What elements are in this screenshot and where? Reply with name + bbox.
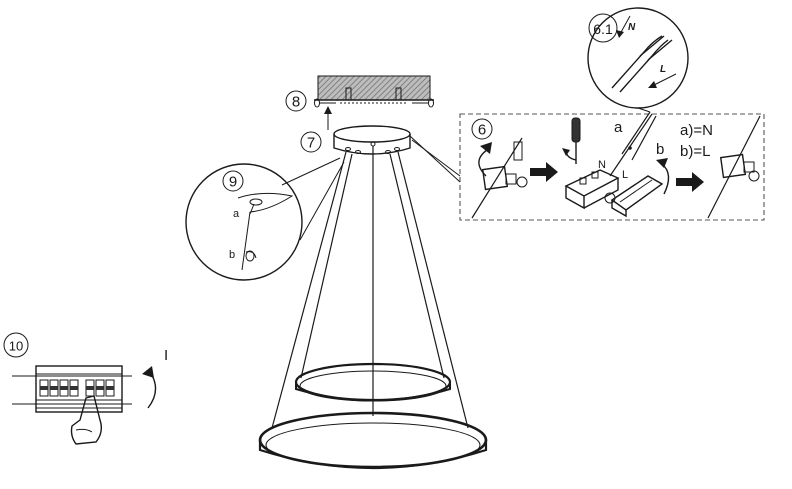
terminal-cover-icon <box>610 175 664 218</box>
detail-9-label-b: b <box>229 249 235 261</box>
detail-9-label-a: a <box>233 208 240 220</box>
rotate-arrow-icon <box>478 142 492 177</box>
switch-on-label: I <box>164 347 168 364</box>
screwdriver-icon <box>562 117 581 164</box>
step-6-1-wire-detail: 6.1 N L <box>587 7 689 113</box>
step-10-breaker: 10 <box>3 332 168 445</box>
cable-grip-icon <box>245 250 257 262</box>
suspension-cables <box>271 146 469 429</box>
hand-icon <box>70 395 103 445</box>
circuit-breaker-icon <box>12 365 132 413</box>
open-terminal-block-icon: N L <box>564 159 628 210</box>
step-9-number: 9 <box>229 174 237 191</box>
step-9-detail: 9 a b <box>185 157 345 281</box>
step-6-badge: 6 <box>471 118 493 140</box>
step-8-ceiling-mount: 8 <box>285 75 434 112</box>
terminal-label-n: N <box>598 159 606 171</box>
step-6-1-badge: 6.1 <box>588 13 618 43</box>
step-9-badge: 9 <box>222 170 244 192</box>
pendant-lamp-icon <box>258 125 488 470</box>
anchor-icon <box>340 87 408 104</box>
wire-label-a: a <box>614 119 623 136</box>
step-10-number: 10 <box>9 339 23 354</box>
step-10-badge: 10 <box>3 332 29 358</box>
legend-b: b)=L <box>680 143 710 160</box>
canopy <box>333 125 411 155</box>
step-8-number: 8 <box>292 94 300 111</box>
rotate-arrow-icon <box>656 158 670 195</box>
screw-icon <box>314 98 336 108</box>
right-arrow-icon <box>530 162 558 182</box>
legend-a: a)=N <box>680 122 713 139</box>
step-6-number: 6 <box>478 122 486 139</box>
down-left-arrow-icon: N <box>616 15 636 38</box>
step-6-1-number: 6.1 <box>593 21 613 37</box>
detail-6-1-label-n: N <box>628 22 636 33</box>
step-6-wiring-frame: 6 N <box>409 111 765 221</box>
down-left-arrow-icon: L <box>648 64 677 88</box>
closed-terminal-block-icon <box>707 115 761 219</box>
screw-icon <box>412 98 434 108</box>
wire-label-b: b <box>656 141 664 158</box>
up-arrow-icon <box>324 106 332 130</box>
breaker-modules <box>39 379 115 397</box>
right-arrow-icon <box>676 172 704 192</box>
step-8-badge: 8 <box>285 90 307 112</box>
lower-ring <box>258 411 488 470</box>
rotate-arrow-icon <box>142 366 157 409</box>
upper-ring <box>294 362 452 402</box>
step-7-number: 7 <box>307 135 315 152</box>
terminal-block-icon <box>471 137 528 219</box>
step-7-badge: 7 <box>300 131 322 153</box>
terminal-label-l: L <box>622 169 628 181</box>
supply-wires: a b <box>609 111 664 177</box>
detail-6-1-label-l: L <box>660 64 666 75</box>
ceiling-plate-icon <box>317 75 431 101</box>
